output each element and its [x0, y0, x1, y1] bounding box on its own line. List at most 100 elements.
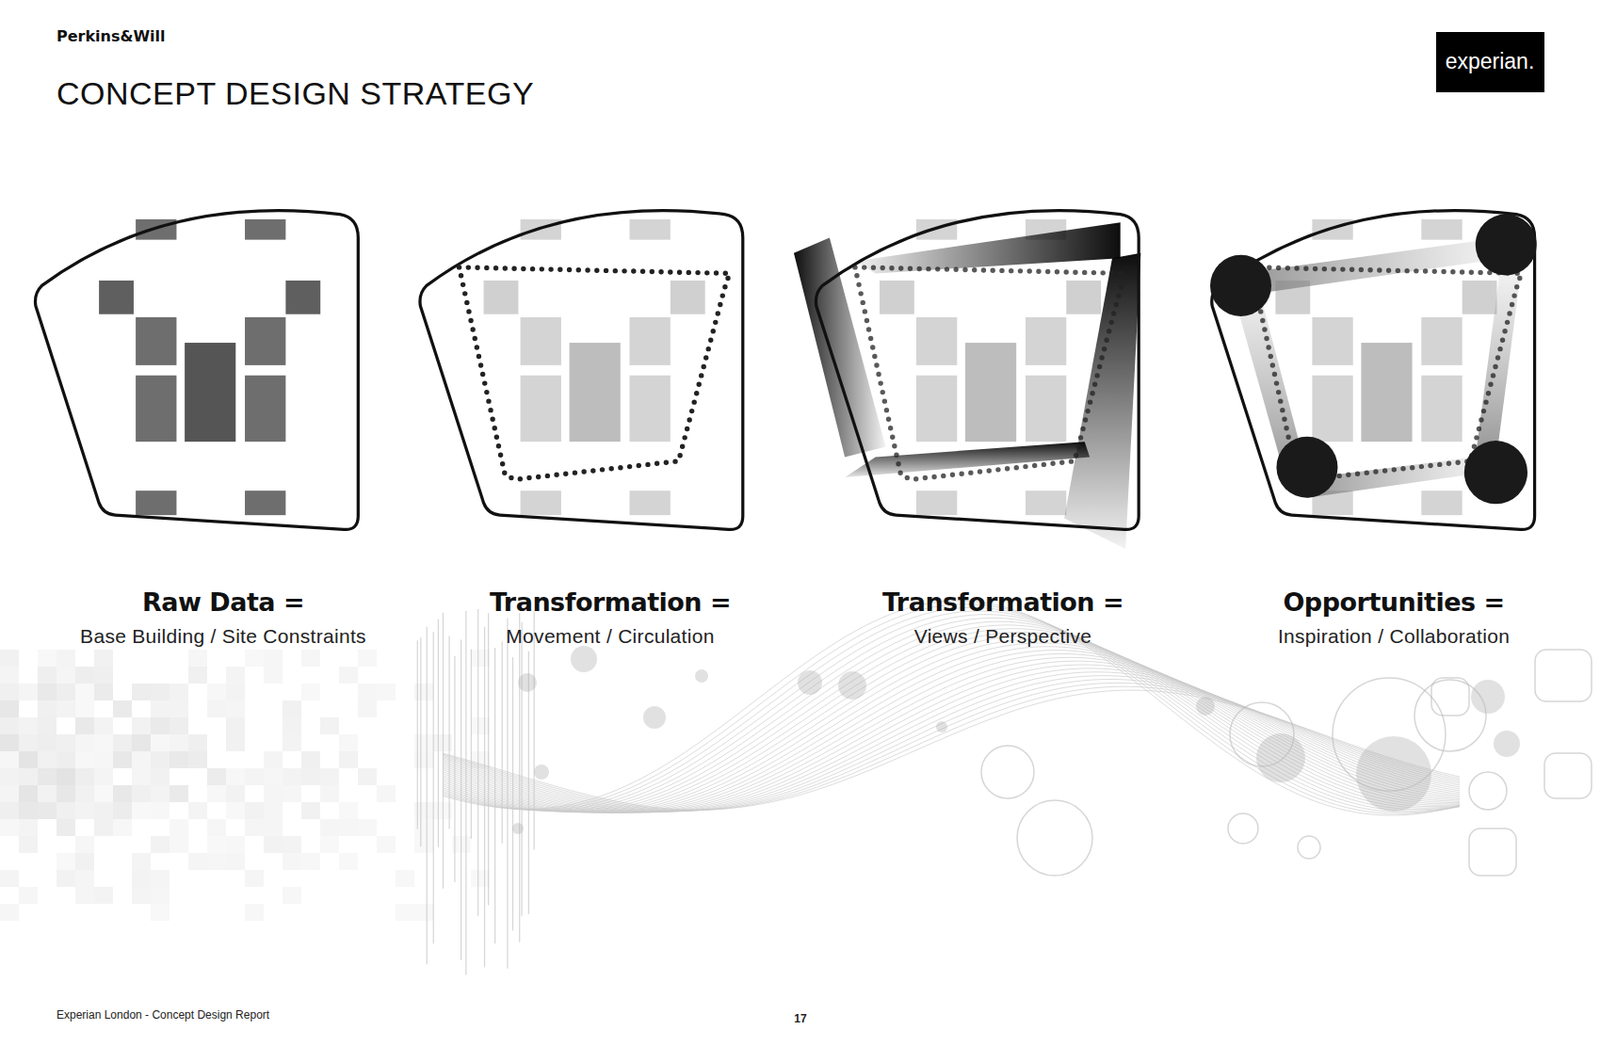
bubble: [1470, 679, 1505, 714]
mosaic-tile: [282, 717, 302, 735]
mosaic-tile: [94, 649, 114, 667]
mosaic-tile: [75, 666, 95, 684]
mosaic-tile: [18, 819, 38, 837]
mosaic-tile: [414, 904, 434, 922]
mosaic-tile: [226, 683, 245, 701]
mosaic-tile: [357, 768, 377, 786]
mosaic-tile: [150, 802, 170, 820]
mosaic-tile: [131, 853, 151, 871]
streak: [487, 613, 489, 906]
streak: [442, 613, 444, 889]
stage-description: Base Building / Site Constraints: [79, 625, 368, 648]
mosaic-tile: [75, 700, 95, 718]
mosaic-tile: [0, 785, 19, 803]
mosaic-tile: [226, 836, 245, 854]
building-block: [630, 375, 671, 442]
collaboration-hub: [1475, 214, 1537, 276]
mosaic-tile: [169, 683, 189, 701]
wave-line: [442, 679, 1460, 812]
building-block: [630, 219, 671, 241]
mosaic-tile: [263, 751, 283, 769]
mosaic-tile: [94, 717, 114, 735]
mosaic-tile: [301, 751, 321, 769]
mosaic-tile: [188, 802, 208, 820]
mosaic-tile: [18, 887, 38, 905]
building-block: [520, 490, 562, 516]
circulation-loop: [855, 267, 1126, 480]
building-block: [1025, 317, 1067, 366]
mosaic-tile: [18, 683, 38, 701]
stage-caption: Opportunities =Inspiration / Collaborati…: [1276, 587, 1511, 648]
streak: [470, 649, 472, 840]
mosaic-tile: [94, 751, 114, 769]
mosaic-tile: [56, 870, 76, 888]
circulation-loop: [459, 267, 730, 480]
wave-line: [442, 650, 1460, 814]
mosaic-tile: [395, 904, 415, 922]
mosaic-tile: [301, 649, 321, 667]
mosaic-tile: [0, 700, 19, 718]
mosaic-tile: [75, 853, 95, 871]
wave-line: [442, 625, 1460, 813]
mosaic-tile: [18, 785, 38, 803]
mosaic-tile: [0, 717, 19, 735]
mosaic-tile: [94, 802, 114, 820]
wave-line: [442, 686, 1460, 810]
stage-description: Views / Perspective: [881, 625, 1125, 648]
mosaic-tile: [75, 768, 95, 786]
wave-line: [442, 682, 1460, 811]
building-block: [670, 280, 706, 315]
mosaic-tile: [320, 785, 340, 803]
mosaic-tile: [282, 768, 302, 786]
building-block: [244, 317, 286, 366]
mosaic-tile: [226, 700, 245, 718]
building-block: [965, 342, 1017, 442]
rounded-square: [1535, 649, 1592, 702]
mosaic-tile: [37, 717, 57, 735]
mosaic-tile: [150, 870, 170, 888]
mosaic-tile: [226, 717, 245, 735]
building-block: [135, 375, 177, 442]
mosaic-tile: [131, 887, 151, 905]
mosaic-tile: [263, 649, 283, 667]
mosaic-tile: [37, 751, 57, 769]
mosaic-tile: [150, 700, 170, 718]
mosaic-tile: [0, 870, 19, 888]
streak: [437, 619, 439, 848]
building-block: [630, 490, 671, 516]
mosaic-tile: [470, 649, 490, 667]
mosaic-tile: [18, 802, 38, 820]
mosaic-tile: [207, 683, 227, 701]
mosaic-tile: [131, 870, 151, 888]
building-block: [244, 219, 286, 241]
wave-line: [442, 661, 1460, 813]
mosaic-tile: [226, 785, 245, 803]
building-block: [135, 317, 177, 366]
stage-heading: Opportunities =: [1276, 587, 1511, 617]
view-wedge: [844, 441, 1090, 478]
wave-line: [442, 676, 1460, 812]
mosaic-tile: [301, 683, 321, 701]
mosaic-tile: [75, 717, 95, 735]
collaboration-hub: [1210, 255, 1272, 317]
mosaic-tile: [357, 700, 377, 718]
building-block: [484, 280, 519, 315]
rounded-square: [1431, 678, 1470, 716]
building-block: [1421, 375, 1462, 442]
mosaic-tile: [207, 700, 227, 718]
bubble: [570, 646, 598, 673]
mosaic-tile: [18, 836, 38, 854]
mosaic-tile: [37, 768, 57, 786]
client-logo: experian.: [1445, 48, 1536, 75]
mosaic-tile: [244, 819, 264, 837]
bubble: [1493, 730, 1520, 758]
mosaic-tile: [470, 870, 490, 888]
building-block: [520, 375, 562, 442]
mosaic-tile: [282, 785, 302, 803]
mosaic-tile: [37, 734, 57, 752]
streak: [417, 640, 419, 829]
mosaic-tile: [263, 802, 283, 820]
ring: [1228, 813, 1259, 844]
mosaic-tile: [263, 836, 283, 854]
building-block: [184, 342, 236, 442]
